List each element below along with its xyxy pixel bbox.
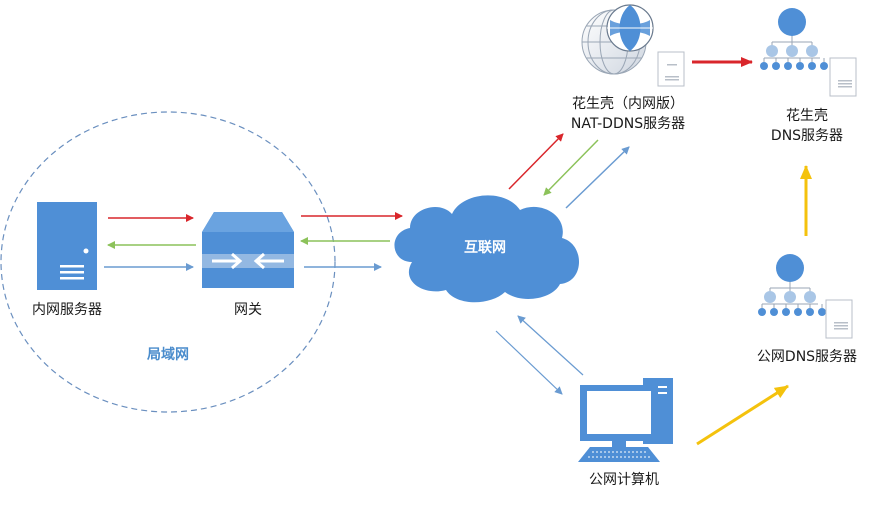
arrow-pc-to-internet-blue bbox=[517, 315, 584, 376]
natddns-label-line2: NAT-DDNS服务器 bbox=[570, 116, 686, 132]
desktop-computer-icon bbox=[578, 378, 673, 462]
cloud-icon bbox=[394, 195, 580, 303]
internet-label: 互联网 bbox=[464, 240, 506, 256]
lan-boundary bbox=[0, 111, 336, 413]
gateway-router-icon bbox=[202, 212, 294, 288]
publicdns-label: 公网DNS服务器 bbox=[756, 349, 858, 365]
globe-server-icon bbox=[581, 4, 685, 87]
dns-hierarchy-icon bbox=[760, 8, 857, 97]
arrow-internet-to-natddns-red bbox=[508, 133, 564, 190]
server-tower-icon bbox=[37, 202, 97, 290]
lan-server-label: 内网服务器 bbox=[32, 302, 102, 318]
arrow-internet-to-natddns-blue bbox=[565, 146, 630, 209]
natddns-label-line1: 花生壳（内网版） bbox=[572, 96, 684, 112]
hskdns-label-line2: DNS服务器 bbox=[770, 128, 844, 144]
arrow-natddns-to-internet-green bbox=[543, 139, 599, 196]
arrow-pc-to-publicdns-yellow bbox=[696, 384, 789, 446]
publicpc-label: 公网计算机 bbox=[589, 472, 659, 488]
gateway-label: 网关 bbox=[234, 302, 262, 318]
lan-label: 局域网 bbox=[147, 347, 189, 363]
dns-hierarchy-icon bbox=[758, 254, 853, 339]
hskdns-label-line1: 花生壳 bbox=[786, 108, 828, 124]
arrow-internet-to-pc-blue bbox=[495, 330, 563, 395]
